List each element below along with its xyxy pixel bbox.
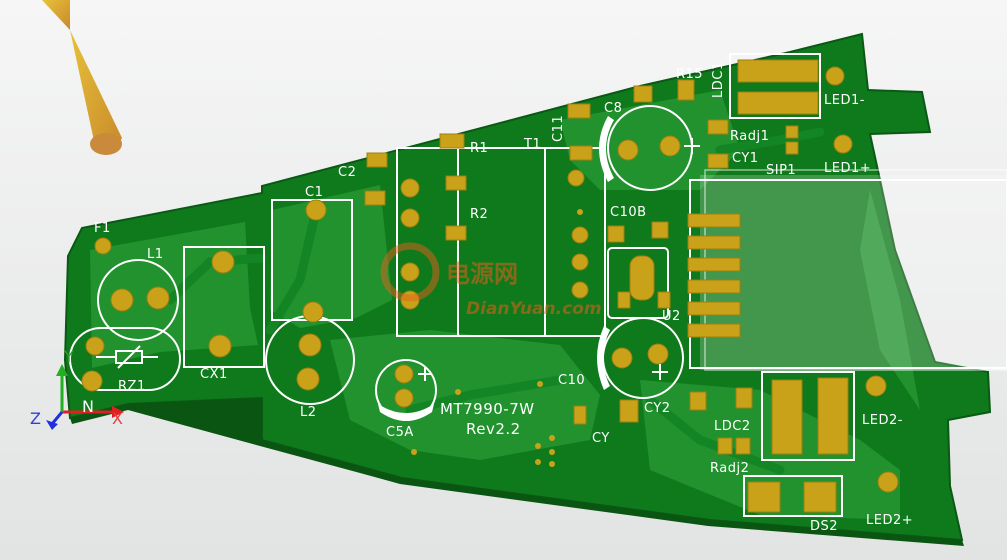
- polarity-bands: [378, 116, 614, 421]
- label-radj2: Radj2: [710, 461, 749, 476]
- label-rz1: RZ1: [118, 379, 146, 394]
- axis-x-label: X: [112, 409, 123, 428]
- label-led1-plus: LED1+: [824, 161, 871, 176]
- rz1-symbol: [96, 345, 158, 369]
- pcb-board[interactable]: [63, 32, 992, 546]
- probe-cone: [42, 0, 122, 155]
- label-led2-minus: LED2-: [862, 413, 903, 428]
- label-l2: L2: [300, 405, 317, 420]
- label-cy2: CY2: [644, 401, 671, 416]
- label-f1: F1: [94, 221, 111, 236]
- traces: [165, 127, 825, 475]
- label-ldc2: LDC2: [714, 419, 751, 434]
- polarity-plus: [418, 138, 700, 381]
- axis-z-label: Z: [30, 409, 41, 428]
- watermark-logo: [380, 242, 440, 302]
- watermark-cn: 电源网: [446, 260, 518, 288]
- label-r1: R1: [470, 141, 488, 156]
- pads: [81, 59, 899, 513]
- label-u2: U2: [662, 309, 681, 324]
- label-c11: C11: [551, 115, 566, 142]
- board-revision: Rev2.2: [466, 420, 521, 438]
- label-c10: C10: [558, 373, 585, 388]
- axis-n-label: N: [82, 397, 94, 416]
- label-r2: R2: [470, 207, 488, 222]
- axis-y-label: Y: [63, 347, 74, 366]
- watermark-en: DianYuan.com: [466, 299, 602, 319]
- label-ds2: DS2: [810, 519, 838, 534]
- label-sip1: SIP1: [766, 163, 796, 178]
- vias: [411, 103, 779, 467]
- axis-gizmo: X Y Z N: [30, 347, 124, 430]
- label-t1: T1: [523, 137, 541, 152]
- watermark: 电源网 DianYuan.com: [380, 242, 602, 319]
- label-l1: L1: [147, 247, 164, 262]
- board-model: MT7990-7W: [440, 400, 535, 418]
- label-c10b: C10B: [610, 205, 647, 220]
- label-cx1: CX1: [200, 367, 228, 382]
- label-c1: C1: [305, 185, 323, 200]
- designators: F1 L1 RZ1 CX1 C1 L2 C2 R1 R2 T1 C11 C8 R…: [94, 61, 913, 534]
- label-led2-plus: LED2+: [866, 513, 913, 528]
- label-r15: R15: [676, 67, 703, 82]
- label-c8: C8: [604, 101, 622, 116]
- copper-pour: [90, 90, 920, 520]
- label-c2: C2: [338, 165, 356, 180]
- label-c5a: C5A: [386, 425, 414, 440]
- label-led1-minus: LED1-: [824, 93, 865, 108]
- label-cy: CY: [592, 431, 610, 446]
- label-cy1: CY1: [732, 151, 759, 166]
- connector-housing: [700, 175, 1007, 370]
- label-ldc1: LDC1: [711, 61, 726, 98]
- label-radj1: Radj1: [730, 129, 769, 144]
